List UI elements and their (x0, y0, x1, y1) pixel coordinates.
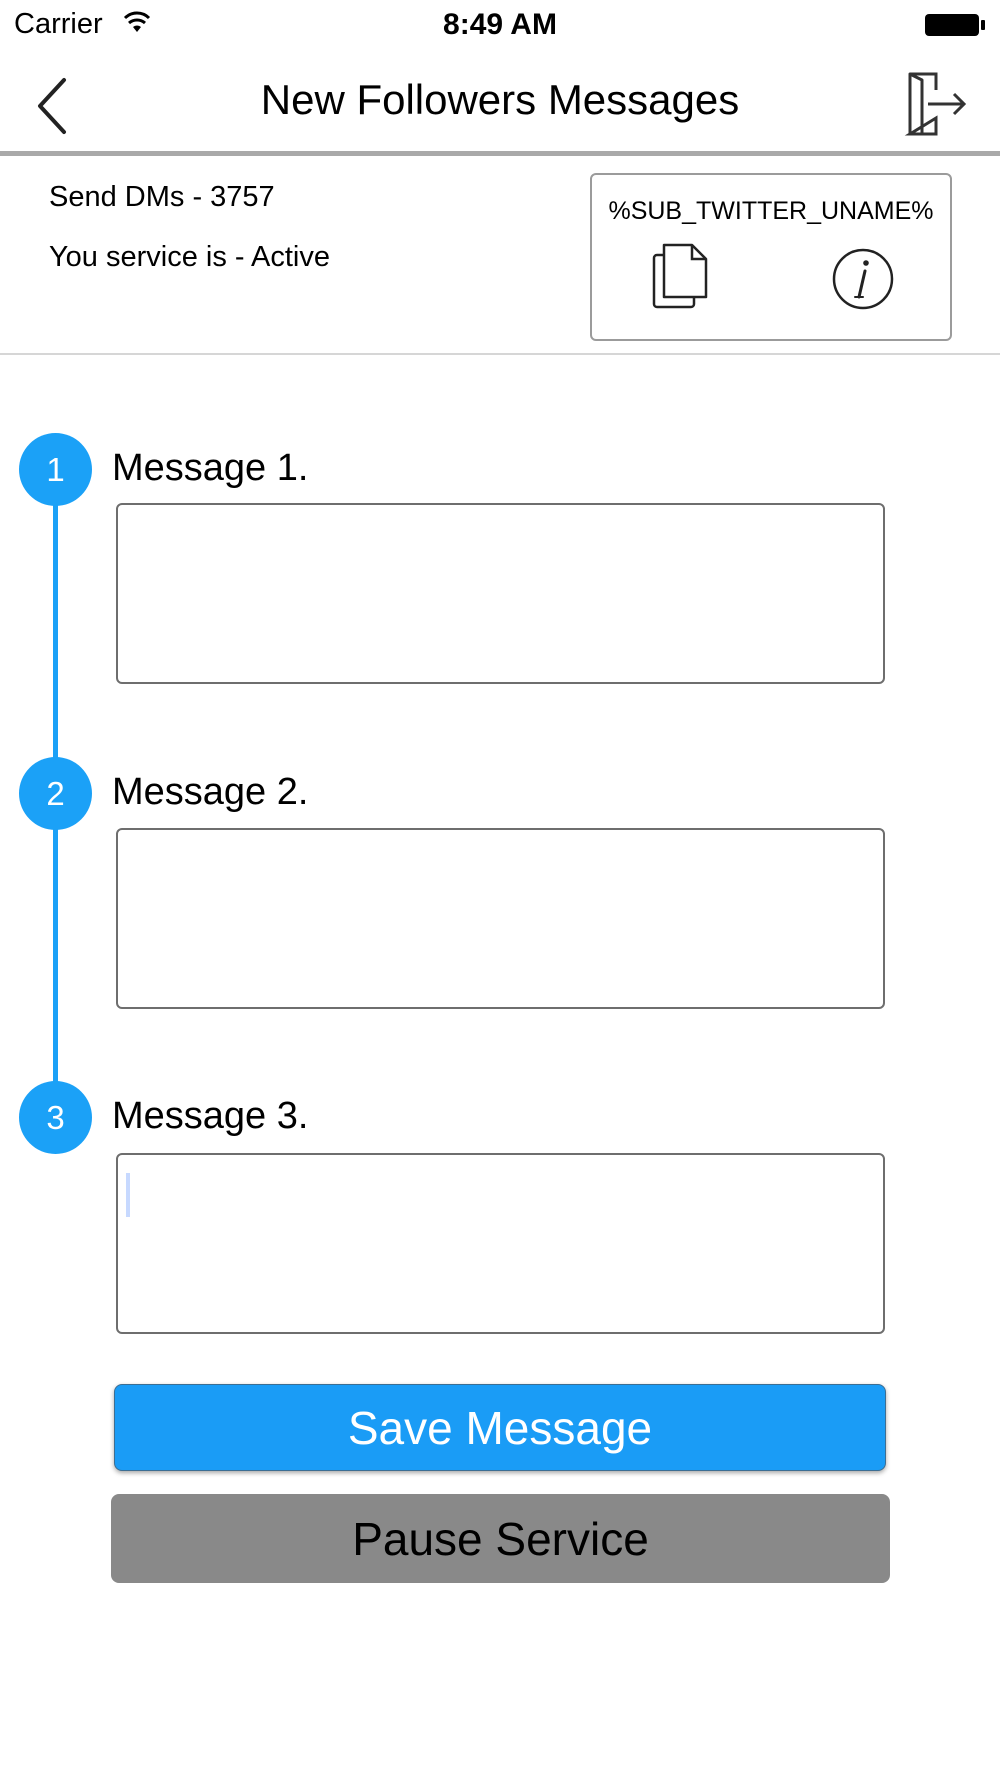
info-icon[interactable] (831, 247, 895, 311)
service-info-panel: Send DMs - 3757 You service is - Active … (0, 161, 1000, 355)
service-status: You service is - Active (49, 241, 330, 273)
message-2-input[interactable] (116, 828, 885, 1009)
logout-door-icon[interactable] (898, 68, 970, 140)
step-3-label: Message 3. (112, 1095, 309, 1137)
status-time: 8:49 AM (443, 8, 557, 41)
step-3-badge: 3 (19, 1081, 92, 1154)
step-1-label: Message 1. (112, 447, 309, 489)
copy-icon[interactable] (652, 243, 710, 309)
pause-service-button[interactable]: Pause Service (111, 1494, 890, 1583)
message-1-input[interactable] (116, 503, 885, 684)
step-2-label: Message 2. (112, 771, 309, 813)
text-cursor (126, 1173, 130, 1217)
back-button[interactable] (22, 66, 82, 146)
message-3-input[interactable] (116, 1153, 885, 1334)
username-token: %SUB_TWITTER_UNAME% (608, 197, 934, 225)
battery-icon (925, 14, 985, 36)
carrier-label: Carrier (14, 8, 103, 40)
username-token-box: %SUB_TWITTER_UNAME% (590, 173, 952, 341)
step-2-badge: 2 (19, 757, 92, 830)
status-bar: Carrier 8:49 AM (0, 0, 1000, 50)
send-dms-count: Send DMs - 3757 (49, 181, 275, 213)
wifi-icon (123, 11, 151, 32)
chevron-left-icon (38, 78, 66, 134)
step-1-badge: 1 (19, 433, 92, 506)
navigation-bar: New Followers Messages (0, 56, 1000, 156)
save-message-button[interactable]: Save Message (114, 1384, 886, 1471)
page-title: New Followers Messages (260, 76, 740, 123)
